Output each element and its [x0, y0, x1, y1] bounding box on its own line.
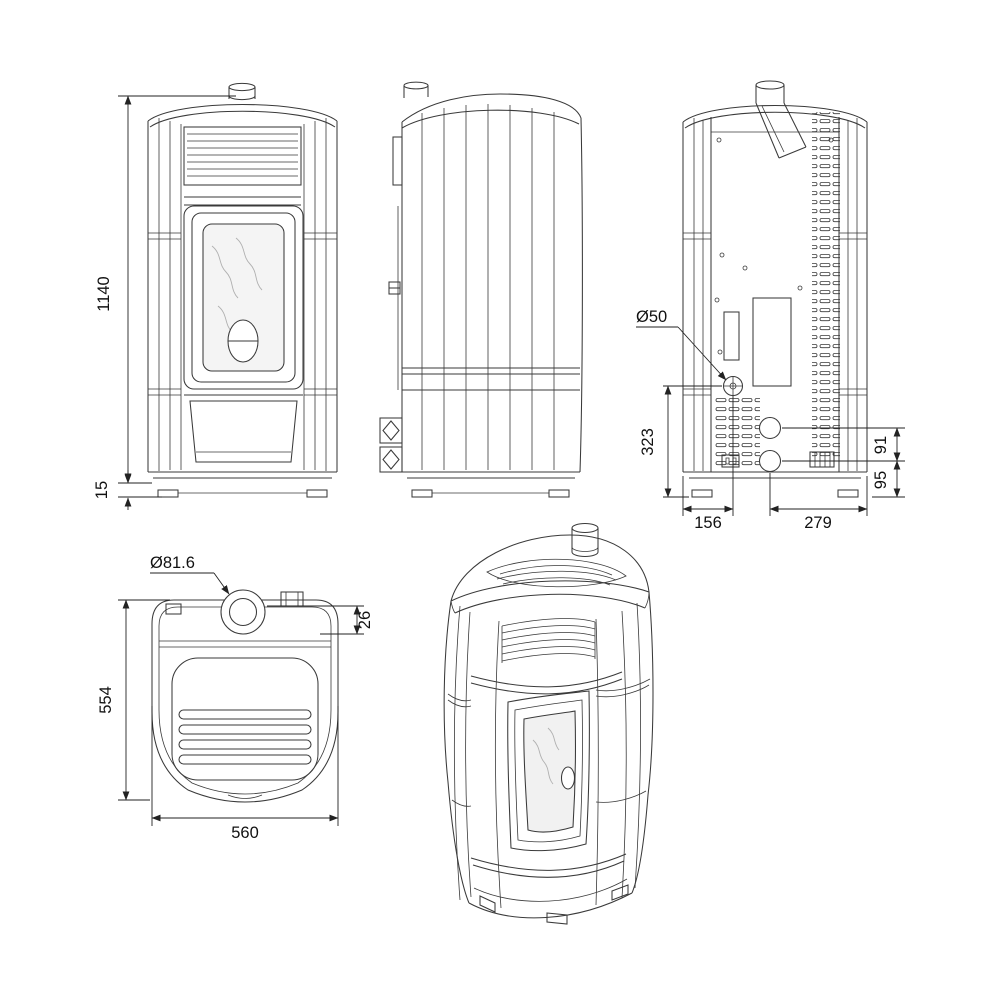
- dim-top-depth: 554: [97, 686, 115, 714]
- top-dimensions: Ø81.6 26 554 560: [97, 554, 374, 842]
- rear-top-cap: [682, 105, 868, 129]
- top-inner-plate: [171, 657, 319, 781]
- top-outline: [151, 599, 339, 803]
- iso-top-cap: [450, 534, 650, 614]
- dim-rear-left-offset: 156: [694, 514, 722, 532]
- dim-front-base-height: 15: [93, 481, 111, 499]
- top-grille-slats: [178, 709, 312, 765]
- rear-dimensions: Ø50 323 91 95 156 279: [636, 308, 905, 532]
- rear-screw-holes: [714, 137, 834, 355]
- rear-feet: [691, 489, 859, 498]
- front-flue-pipe: [228, 82, 256, 101]
- front-top-cap: [147, 104, 338, 472]
- rear-air-intake: [722, 375, 744, 397]
- front-band: [184, 196, 301, 206]
- side-front-edge-details: [388, 136, 403, 390]
- side-base: [411, 489, 570, 498]
- iso-louver-grille: [501, 618, 596, 663]
- front-foot-left: [157, 489, 179, 498]
- side-foot-front: [411, 489, 433, 498]
- top-hopper-lid-handle: [280, 591, 304, 607]
- dim-rear-inlet-height: 323: [639, 428, 657, 456]
- dim-top-flue-offset: 26: [356, 611, 374, 629]
- side-view: [379, 81, 583, 498]
- dim-top-width: 560: [231, 824, 259, 842]
- side-foot-back: [548, 489, 570, 498]
- top-front-notch: [227, 794, 263, 799]
- top-hinge: [165, 603, 182, 615]
- top-flue-diameter-callout: Ø81.6: [150, 554, 230, 595]
- front-side-columns: [148, 118, 337, 471]
- iso-band: [470, 671, 623, 695]
- dim-rear-right-offset: 279: [804, 514, 832, 532]
- front-foot-right: [306, 489, 328, 498]
- iso-body: [443, 591, 654, 919]
- front-door: [183, 205, 304, 390]
- side-flue-pipe: [403, 81, 429, 98]
- rear-smoke-outlets: [758, 416, 782, 473]
- iso-flue-pipe: [571, 522, 599, 558]
- rear-vent-connector: [809, 451, 835, 468]
- side-body: [401, 104, 583, 479]
- front-louver-grille: [183, 126, 302, 186]
- rear-view: [682, 80, 868, 498]
- dim-rear-outlet-spacing: 91: [872, 436, 890, 454]
- rear-panels: [723, 297, 792, 387]
- rear-flue-diameter-callout: Ø50: [636, 308, 727, 381]
- top-view: [151, 589, 339, 803]
- dim-top-flue-diameter: Ø81.6: [150, 554, 195, 572]
- front-view: [147, 82, 338, 498]
- iso-door: [507, 690, 590, 852]
- rear-flue-elbow: [755, 80, 807, 159]
- side-top-cap: [401, 93, 582, 129]
- front-door-glass: [202, 223, 285, 372]
- side-convector-boxes: [379, 417, 403, 473]
- iso-door-glass: [523, 710, 576, 833]
- iso-door-handle: [560, 766, 576, 790]
- dim-rear-outlet-bottom: 95: [872, 471, 890, 489]
- front-base: [148, 471, 337, 498]
- dim-rear-flue-diameter: Ø50: [636, 308, 667, 326]
- isometric-view: [443, 522, 654, 925]
- front-dimensions: 1140 15: [93, 95, 236, 510]
- top-flue-collar: [220, 589, 266, 635]
- front-lower-panel: [184, 394, 303, 463]
- dim-front-height: 1140: [95, 276, 113, 311]
- iso-base: [470, 853, 629, 925]
